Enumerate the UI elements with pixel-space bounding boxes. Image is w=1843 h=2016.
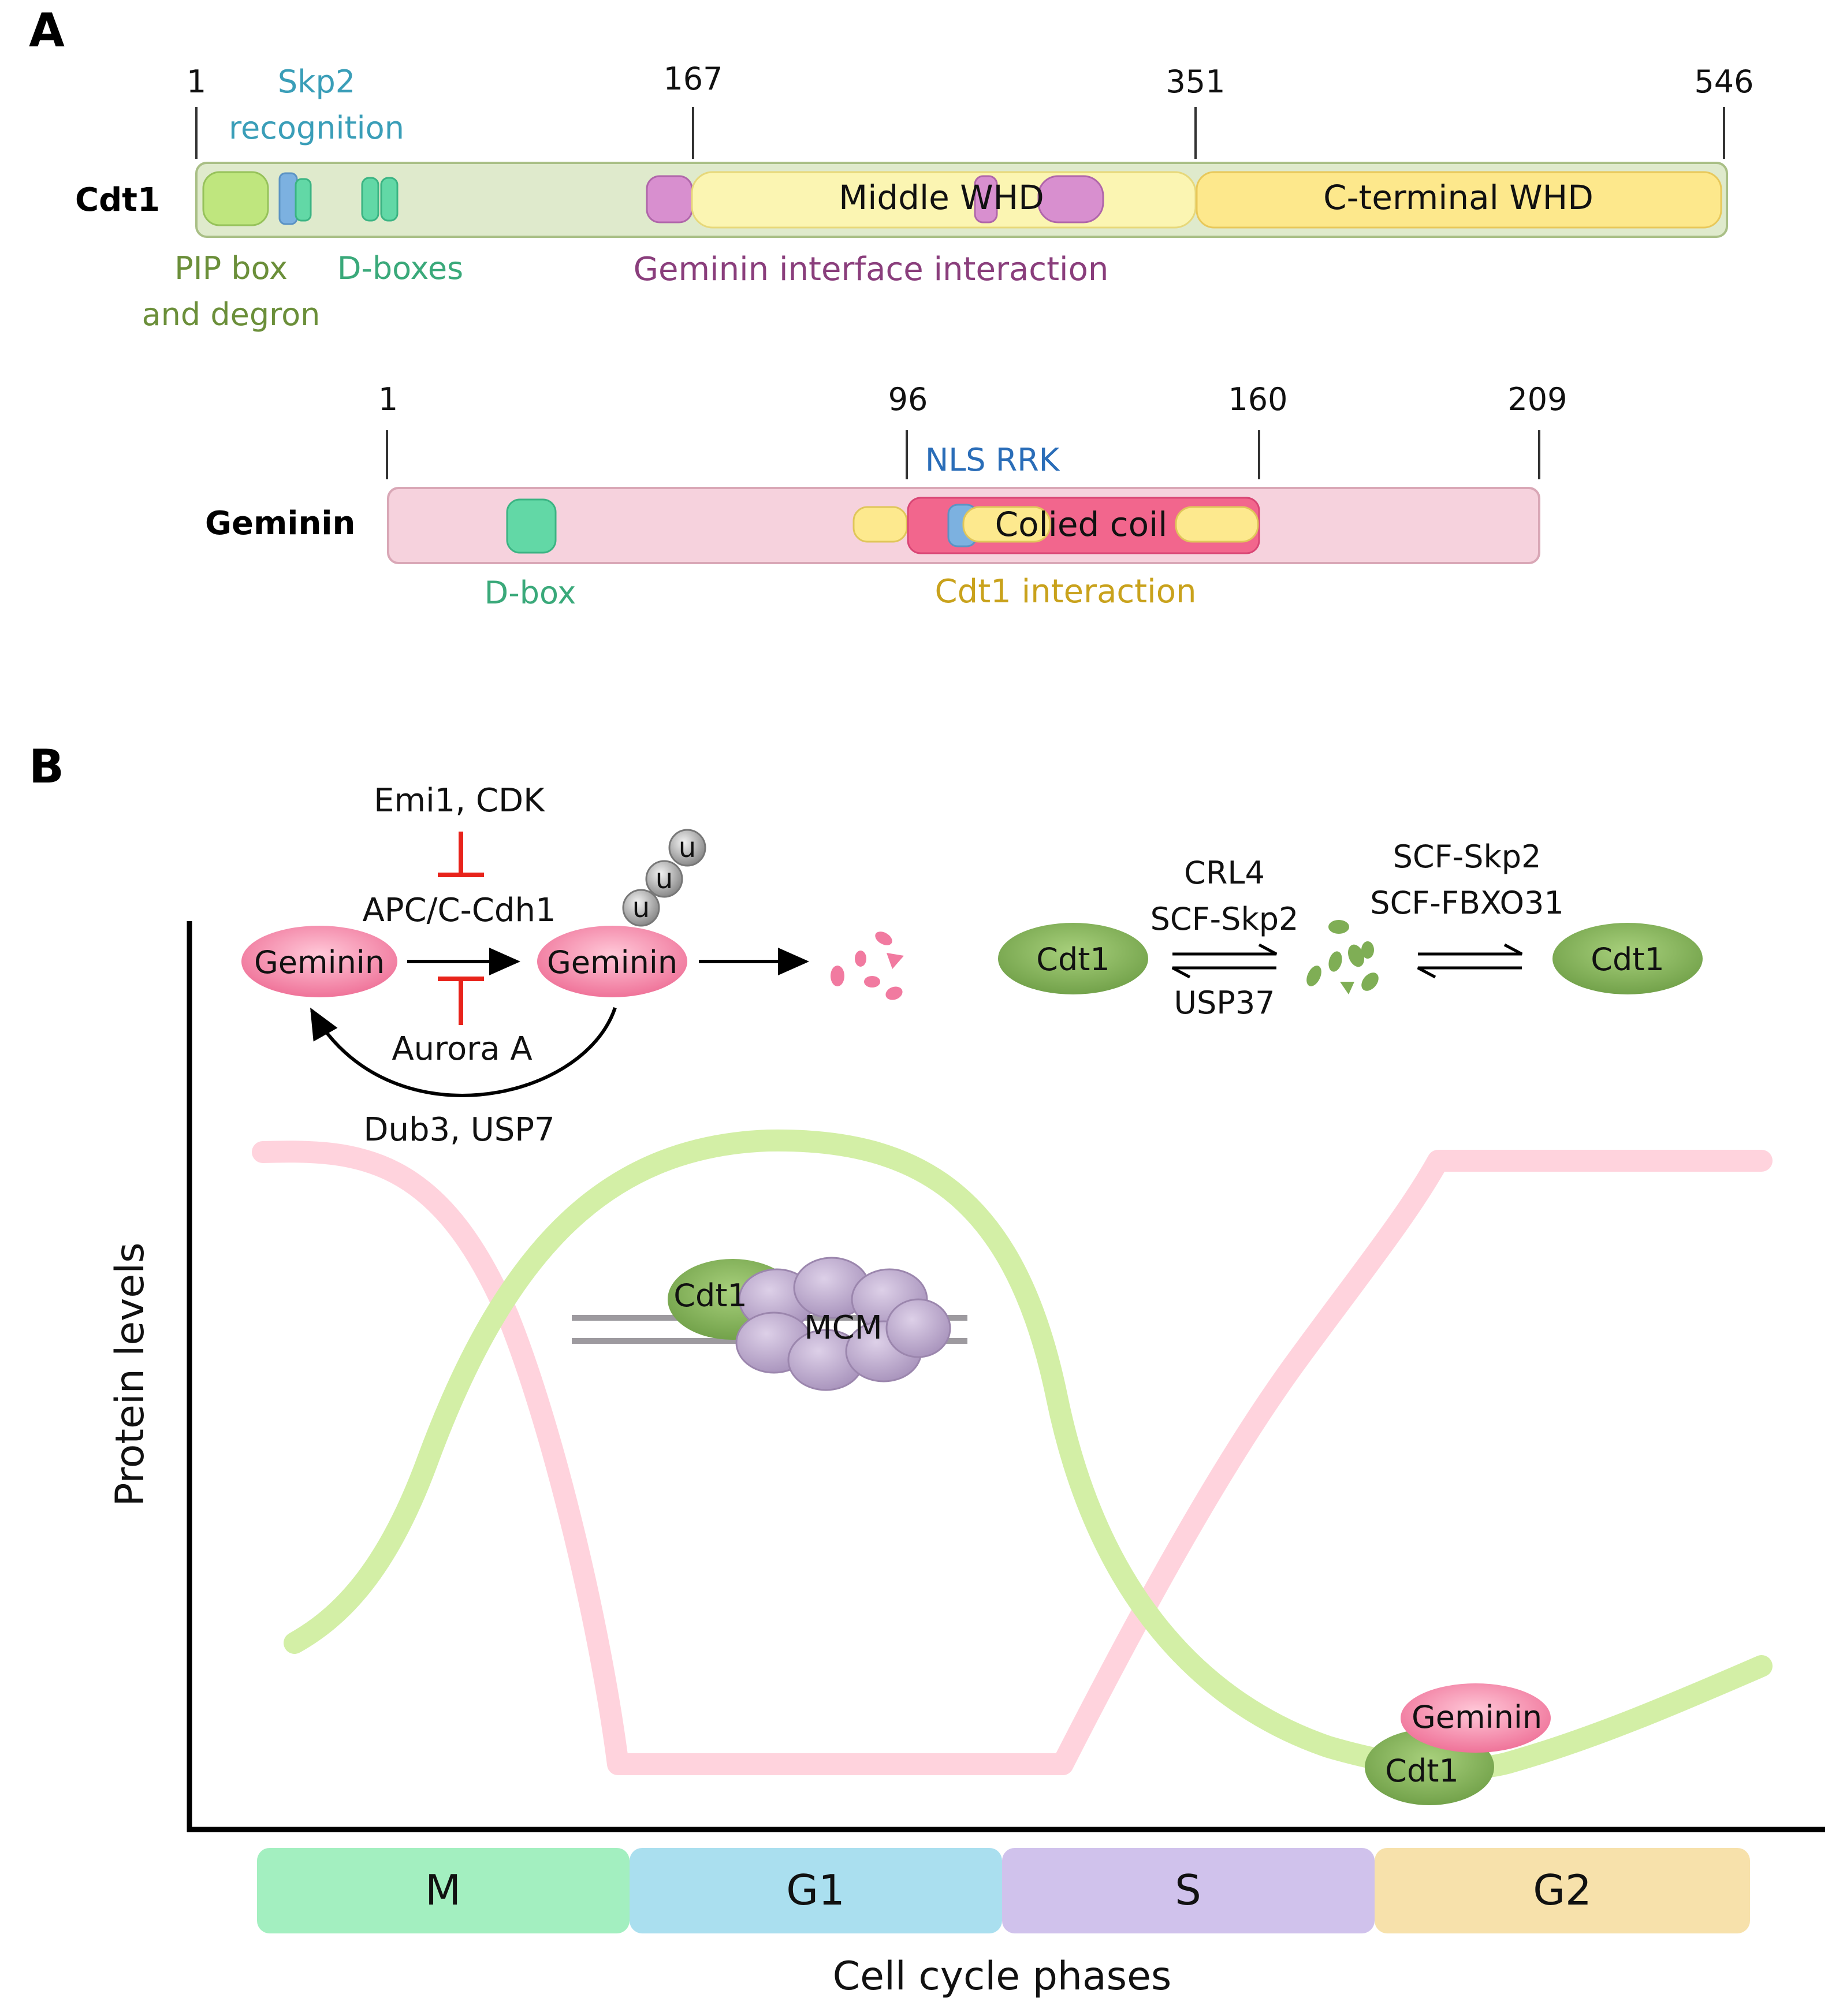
plot-axes: Protein levels Cell cycle phases	[107, 921, 1825, 1999]
deubiquitination-arrow	[310, 1007, 617, 1097]
mcm-label: MCM	[804, 1309, 883, 1347]
apc-cdh1-label: APC/C-Cdh1	[362, 892, 556, 929]
geminin-interface-domain-2	[974, 175, 998, 223]
cdt1-label-right: Cdt1	[1591, 941, 1665, 978]
geminin-protein-name: Geminin	[205, 505, 355, 542]
geminin-dbox-domain	[506, 498, 557, 554]
cdt1-interaction-domain-3	[1175, 506, 1259, 543]
crl4-label: CRL4	[1184, 855, 1265, 891]
panel-label-a: A	[29, 3, 65, 57]
protein-level-curves	[252, 1129, 1773, 1780]
usp37-label: USP37	[1174, 985, 1275, 1021]
geminin-label-left: Geminin	[254, 944, 385, 981]
position-label-351: 351	[1166, 64, 1225, 100]
geminin-interface-label: Geminin interface interaction	[634, 251, 1109, 288]
phase-g2-label: G2	[1533, 1866, 1592, 1914]
cdt1-level-curve	[284, 1129, 1773, 1780]
c-terminal-whd-domain	[1196, 171, 1722, 229]
y-axis-label: Protein levels	[107, 1242, 153, 1506]
phase-s-label: S	[1175, 1866, 1201, 1914]
geminin-position-160: 160	[1228, 381, 1287, 418]
x-axis-label: Cell cycle phases	[833, 1954, 1172, 1999]
geminin-ellipse-right	[537, 926, 687, 997]
ubiquitin-icon-3	[668, 829, 706, 867]
phase-s-box	[1002, 1848, 1375, 1933]
emi1-cdk-label: Emi1, CDK	[374, 782, 545, 819]
cdt1-regulation: Cdt1 CRL4 SCF-Skp2 USP37 SCF-Skp2 SCF-FB…	[998, 839, 1703, 1021]
dbox-3	[380, 177, 399, 222]
phase-g2-box	[1375, 1848, 1750, 1933]
phase-g1-label: G1	[786, 1866, 845, 1914]
geminin-in-complex	[1401, 1683, 1551, 1753]
c-terminal-whd-label: C-terminal WHD	[1323, 178, 1593, 217]
scf-skp2-label-left: SCF-Skp2	[1151, 901, 1299, 937]
cdt1-ellipse-left	[998, 923, 1148, 994]
cdt1-domain-map: 1 167 351 546 Skp2 recognition Cdt1 Midd…	[75, 61, 1754, 333]
cdt1-on-dna-label: Cdt1	[673, 1277, 747, 1314]
geminin-domain-map: 1 96 160 209 NLS RRK Geminin Colied coil…	[205, 381, 1568, 611]
panel-label-b: B	[29, 740, 64, 793]
ubiquitin-label-3: u	[679, 832, 696, 864]
geminin-regulation: Emi1, CDK APC/C-Cdh1 Geminin Aurora A Ge…	[241, 782, 904, 1149]
position-label-167: 167	[663, 61, 723, 97]
mcm-licensing-complex: Cdt1 MCM	[572, 1257, 967, 1391]
dbox-2	[361, 177, 379, 222]
scf-fbxo31-label: SCF-FBXO31	[1370, 885, 1563, 921]
geminin-label-right: Geminin	[547, 944, 677, 981]
phase-m-label: M	[425, 1866, 461, 1914]
ubiquitin-label-1: u	[632, 892, 650, 924]
skp2-label-line2: recognition	[229, 110, 404, 146]
cdt1-complex-label: Cdt1	[1385, 1753, 1459, 1789]
cdt1-interaction-label: Cdt1 interaction	[935, 573, 1197, 610]
cdt1-fragments-icon	[1306, 920, 1379, 994]
dbox-1-small	[295, 178, 312, 222]
position-label-546: 546	[1694, 64, 1753, 100]
geminin-position-1: 1	[378, 381, 398, 418]
pip-box-domain	[202, 171, 269, 226]
aurora-a-label: Aurora A	[392, 1030, 532, 1068]
geminin-level-curve	[252, 1141, 1773, 1775]
geminin-position-209: 209	[1507, 381, 1567, 418]
geminin-ellipse-left	[241, 926, 397, 997]
skp2-recognition-domain	[278, 172, 298, 225]
cdt1-ellipse-right	[1552, 923, 1703, 994]
mcm-complex-icon	[735, 1257, 951, 1391]
cell-cycle-phase-bar: M G1 S G2	[257, 1848, 1750, 1933]
ubiquitin-icon-1	[622, 889, 660, 927]
geminin-fragments-icon	[831, 931, 904, 1000]
equilibrium-arrows-left	[1171, 943, 1278, 979]
cdt1-protein-name: Cdt1	[75, 181, 160, 219]
geminin-position-96: 96	[888, 381, 928, 418]
coiled-coil-label: Colied coil	[995, 505, 1168, 544]
phase-m-box	[257, 1848, 630, 1933]
scf-skp2-label-right: SCF-Skp2	[1393, 839, 1542, 875]
phase-g1-box	[630, 1848, 1002, 1933]
geminin-cdt1-complex: Geminin Cdt1	[1365, 1683, 1551, 1805]
geminin-complex-label: Geminin	[1412, 1699, 1542, 1735]
equilibrium-arrows-right	[1417, 943, 1523, 979]
geminin-dbox-label: D-box	[485, 575, 576, 611]
dboxes-label: D-boxes	[337, 250, 463, 286]
ubiquitin-label-2: u	[656, 863, 673, 895]
cdt1-interaction-domain-2	[962, 506, 1051, 543]
pip-box-label-line1: PIP box	[174, 250, 288, 286]
ubiquitin-icon-2	[645, 860, 683, 898]
skp2-label-line1: Skp2	[278, 64, 355, 100]
nls-rrk-label: NLS RRK	[925, 442, 1060, 478]
cdt1-label-left: Cdt1	[1036, 941, 1110, 978]
cdt1-interaction-domain-1	[852, 506, 908, 543]
geminin-interface-domain-1	[646, 175, 693, 223]
pip-box-label-line2: and degron	[142, 296, 321, 333]
position-label-1: 1	[187, 64, 206, 100]
middle-whd-label: Middle WHD	[839, 178, 1044, 217]
dub3-usp7-label: Dub3, USP7	[363, 1111, 554, 1149]
geminin-interface-domain-3	[1037, 175, 1104, 223]
